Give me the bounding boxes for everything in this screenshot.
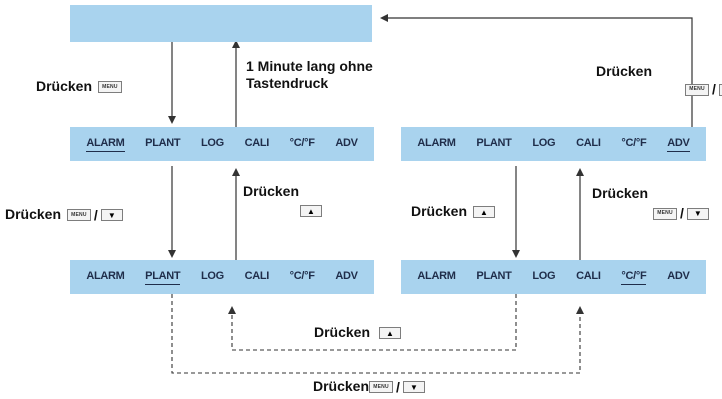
- press-text: Drücken: [314, 324, 371, 340]
- press-menu-down-left-label: Drücken MENU / ▼: [5, 206, 123, 224]
- menu-item-log: LOG: [200, 137, 224, 149]
- press-up-dashed-label: Drücken ▲: [314, 324, 401, 341]
- menu-item-cf: °C/°F: [289, 137, 315, 149]
- press-text: Drücken: [596, 63, 653, 79]
- up-key-icon: ▲: [300, 205, 322, 218]
- slash-text: /: [680, 205, 684, 221]
- menu-item-alarm: ALARM: [417, 270, 456, 282]
- menu-key-icon: MENU: [66, 209, 91, 222]
- menu-bar-unit: ALARM PLANT LOG CALI °C/°F ADV: [401, 260, 706, 294]
- press-text: Drücken: [592, 185, 649, 201]
- menu-bar-alarm: ALARM PLANT LOG CALI °C/°F ADV: [70, 127, 374, 161]
- arrow-dashed-outer: [171, 294, 584, 374]
- menu-item-alarm: ALARM: [417, 137, 456, 149]
- slash-text: /: [396, 378, 400, 395]
- press-up-left-label: Drücken ▲: [243, 183, 322, 218]
- press-menu-label: Drücken MENU: [36, 78, 122, 95]
- menu-item-cf: °C/°F: [621, 270, 647, 285]
- up-key-icon: ▲: [378, 327, 401, 340]
- press-menu-down-bottom-label: Drücken MENU / ▼: [313, 378, 425, 396]
- menu-key-icon: MENU: [685, 83, 709, 96]
- menu-item-cali: CALI: [576, 137, 601, 149]
- menu-item-adv: ADV: [335, 137, 358, 149]
- menu-item-cali: CALI: [244, 270, 270, 282]
- menu-item-plant: PLANT: [476, 137, 512, 149]
- press-text: Drücken: [313, 378, 370, 394]
- down-key-icon: ▼: [100, 209, 123, 222]
- menu-item-alarm: ALARM: [86, 137, 125, 152]
- main-display: [70, 5, 372, 42]
- menu-key-icon: MENU: [653, 207, 677, 220]
- menu-bar-plant: ALARM PLANT LOG CALI °C/°F ADV: [70, 260, 374, 294]
- timeout-label: 1 Minute lang ohne Tastendruck: [246, 58, 373, 92]
- menu-item-alarm: ALARM: [86, 270, 125, 282]
- menu-item-cf: °C/°F: [289, 270, 315, 282]
- menu-key-icon: MENU: [97, 81, 122, 94]
- timeout-line-2: Tastendruck: [246, 75, 329, 91]
- menu-item-plant: PLANT: [145, 137, 181, 149]
- press-text: Drücken: [243, 183, 300, 199]
- press-menu-down-mid-label: Drücken MENU / ▼: [592, 185, 709, 222]
- press-text: Drücken: [411, 203, 468, 219]
- up-key-icon: ▲: [472, 206, 495, 219]
- press-up-right-label: Drücken ▲: [411, 203, 495, 220]
- menu-item-log: LOG: [200, 270, 224, 282]
- down-key-icon: ▼: [686, 207, 709, 220]
- down-key-icon: ▼: [402, 381, 425, 394]
- down-key-icon: ▼: [718, 83, 722, 96]
- slash-text: /: [712, 81, 716, 98]
- menu-item-adv: ADV: [335, 270, 358, 282]
- press-menu-down-right-label: Drücken MENU / ▼: [596, 63, 722, 98]
- menu-item-adv: ADV: [667, 137, 690, 152]
- slash-text: /: [93, 206, 98, 223]
- menu-item-cali: CALI: [244, 137, 270, 149]
- menu-item-adv: ADV: [667, 270, 690, 282]
- timeout-line-1: 1 Minute lang ohne: [246, 58, 373, 74]
- menu-item-log: LOG: [532, 137, 556, 149]
- menu-item-plant: PLANT: [476, 270, 512, 282]
- arrow-dashed-inner: [228, 294, 517, 351]
- menu-item-cali: CALI: [576, 270, 601, 282]
- menu-bar-adv: ALARM PLANT LOG CALI °C/°F ADV: [401, 127, 706, 161]
- menu-key-icon: MENU: [369, 381, 394, 394]
- menu-item-cf: °C/°F: [621, 137, 647, 149]
- menu-item-log: LOG: [532, 270, 556, 282]
- press-text: Drücken: [36, 78, 93, 94]
- menu-item-plant: PLANT: [145, 270, 181, 285]
- press-text: Drücken: [5, 206, 62, 222]
